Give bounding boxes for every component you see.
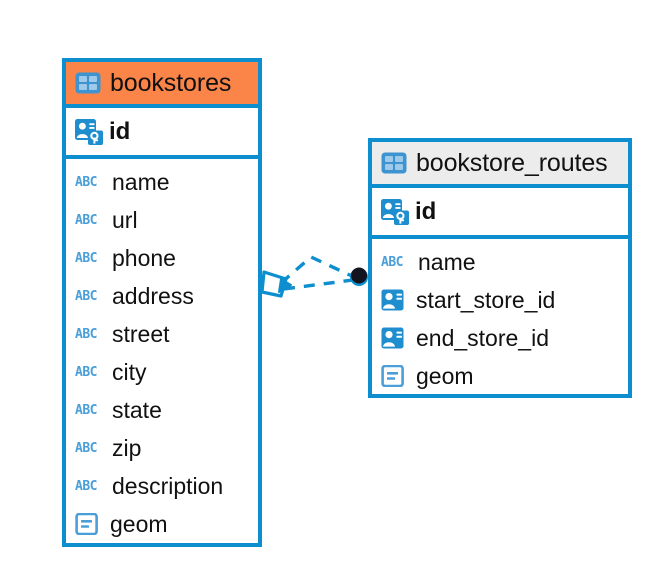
abc-text-icon: ABC: [75, 287, 103, 305]
abc-text-icon: ABC: [75, 363, 103, 381]
field-row-address[interactable]: ABC address: [66, 277, 258, 315]
abc-glyph: ABC: [75, 440, 97, 456]
field-row-geom[interactable]: geom: [372, 357, 628, 395]
table-icon: [75, 72, 101, 94]
relationship-line-upper: [279, 254, 355, 285]
field-label: url: [112, 206, 138, 233]
abc-text-icon: ABC: [75, 439, 103, 457]
foreign-key-icon: [381, 289, 407, 311]
field-row-start-store-id[interactable]: start_store_id: [372, 281, 628, 319]
abc-glyph: ABC: [75, 326, 97, 342]
field-label: end_store_id: [416, 324, 549, 351]
foreign-key-icon: [381, 327, 407, 349]
field-row-phone[interactable]: ABC phone: [66, 239, 258, 277]
abc-glyph: ABC: [75, 478, 97, 494]
field-row-name[interactable]: ABC name: [372, 243, 628, 281]
field-row-end-store-id[interactable]: end_store_id: [372, 319, 628, 357]
geometry-icon: [75, 513, 101, 535]
entity-header-bookstores[interactable]: bookstores: [66, 62, 258, 108]
abc-text-icon: ABC: [75, 401, 103, 419]
field-label: name: [112, 168, 170, 195]
field-row-zip[interactable]: ABC zip: [66, 429, 258, 467]
geometry-icon: [381, 365, 407, 387]
entity-title: bookstores: [110, 68, 232, 97]
filled-dot-one-marker: [350, 267, 368, 286]
field-label: id: [415, 197, 437, 225]
abc-glyph: ABC: [75, 250, 97, 266]
field-label: address: [112, 282, 194, 309]
field-label: phone: [112, 244, 176, 271]
abc-text-icon: ABC: [381, 253, 409, 271]
abc-text-icon: ABC: [75, 249, 103, 267]
field-row-url[interactable]: ABC url: [66, 201, 258, 239]
field-row-state[interactable]: ABC state: [66, 391, 258, 429]
abc-glyph: ABC: [75, 174, 97, 190]
relationship-line-lower: [283, 278, 354, 291]
field-row-primary-key[interactable]: id: [66, 108, 258, 155]
field-label: street: [112, 320, 170, 347]
entity-title: bookstore_routes: [416, 148, 608, 177]
abc-glyph: ABC: [75, 402, 97, 418]
table-icon: [381, 152, 407, 174]
primary-key-section: id: [66, 108, 258, 159]
entity-fields-bookstore-routes: ABC name start_store_id: [372, 239, 628, 400]
primary-key-section: id: [372, 188, 628, 239]
field-label: geom: [416, 362, 474, 389]
field-label: description: [112, 472, 224, 499]
field-label: name: [418, 248, 476, 275]
field-row-street[interactable]: ABC street: [66, 315, 258, 353]
entity-header-bookstore-routes[interactable]: bookstore_routes: [372, 142, 628, 188]
field-row-name[interactable]: ABC name: [66, 163, 258, 201]
field-row-city[interactable]: ABC city: [66, 353, 258, 391]
entity-fields-bookstores: ABC name ABC url ABC phone AB: [66, 159, 258, 548]
field-row-primary-key[interactable]: id: [372, 188, 628, 235]
abc-text-icon: ABC: [75, 477, 103, 495]
primary-key-icon: [75, 118, 103, 145]
abc-text-icon: ABC: [75, 325, 103, 343]
field-label: zip: [112, 434, 142, 461]
abc-glyph: ABC: [381, 254, 403, 270]
abc-text-icon: ABC: [75, 173, 103, 191]
abc-glyph: ABC: [75, 212, 97, 228]
entity-bookstore-routes[interactable]: bookstore_routes: [368, 138, 632, 398]
field-label: geom: [110, 510, 168, 537]
field-row-geom[interactable]: geom: [66, 505, 258, 543]
entity-bookstores[interactable]: bookstores id: [62, 58, 262, 547]
field-label: state: [112, 396, 162, 423]
field-label: id: [109, 117, 131, 145]
field-label: start_store_id: [416, 286, 556, 313]
field-row-description[interactable]: ABC description: [66, 467, 258, 505]
abc-glyph: ABC: [75, 288, 97, 304]
abc-text-icon: ABC: [75, 211, 103, 229]
primary-key-icon: [381, 198, 409, 225]
abc-glyph: ABC: [75, 364, 97, 380]
field-label: city: [112, 358, 147, 385]
crows-foot-many-marker: [260, 270, 292, 298]
